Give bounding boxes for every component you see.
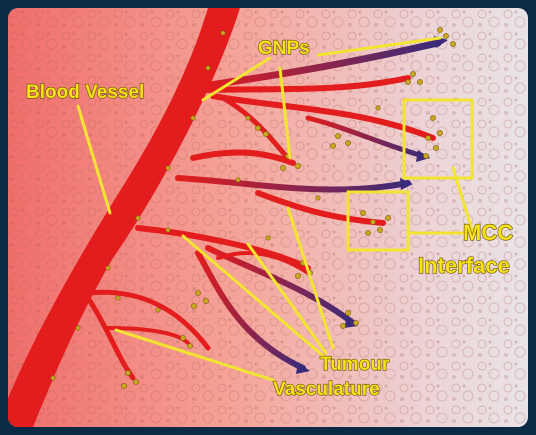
- label-interface: Interface: [418, 253, 510, 278]
- label-blood-vessel: Blood Vessel: [26, 82, 144, 103]
- label-mcc: MCC: [463, 220, 513, 245]
- label-tumour: Tumour: [320, 354, 390, 375]
- diagram-canvas: Blood Vessel GNPs MCC Interface Tumour V…: [8, 8, 528, 427]
- label-gnps: GNPs: [258, 38, 310, 59]
- diagram-svg: Blood Vessel GNPs MCC Interface Tumour V…: [8, 8, 528, 427]
- tissue-texture: [8, 8, 528, 427]
- label-vasculature: Vasculature: [273, 379, 380, 400]
